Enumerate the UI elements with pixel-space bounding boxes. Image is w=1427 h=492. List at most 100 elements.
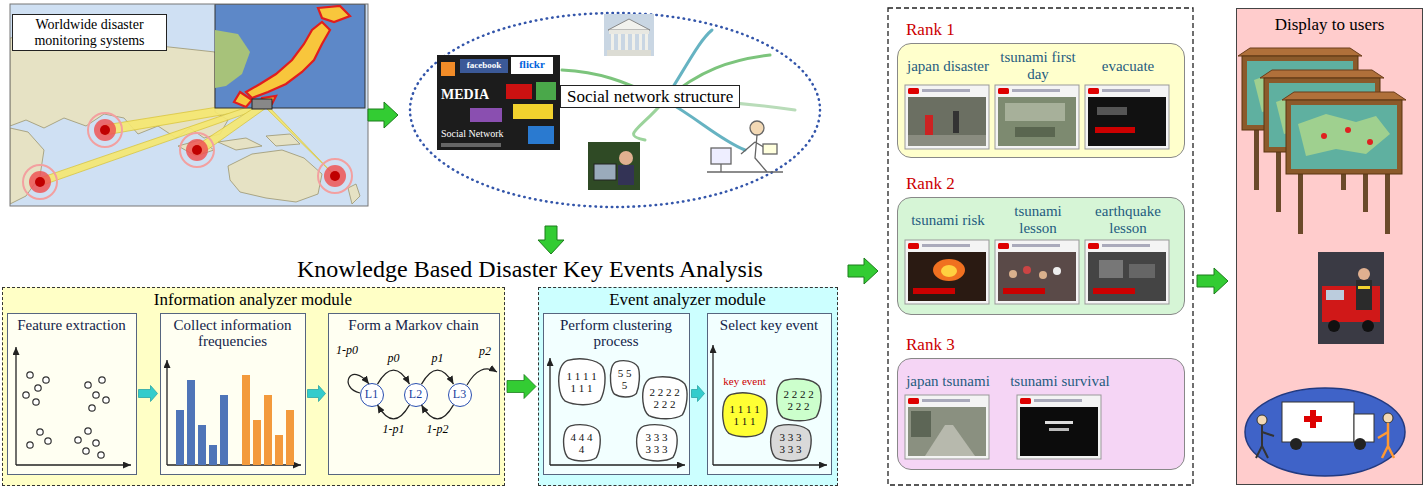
land-part [218, 138, 262, 150]
court-building-part [608, 19, 650, 30]
cluster-outline-part [722, 392, 766, 436]
ambulance-cartoon-part [1257, 415, 1267, 425]
video-thumbnail-part [998, 88, 1009, 94]
video-thumbnail-part [1095, 127, 1135, 133]
japan-inset [215, 4, 365, 108]
transition-arc [422, 405, 454, 419]
court-building-part [604, 14, 654, 56]
scatter-points-part [89, 405, 95, 411]
computer-user-photo-part [619, 151, 633, 165]
video-thumbnail [1085, 85, 1169, 149]
media-collage-part [513, 104, 553, 119]
billboard-part [1321, 133, 1327, 139]
cluster-blob: 1 1 1 1 1 1 1 [558, 358, 606, 406]
media-collage [437, 55, 560, 150]
billboard [1282, 92, 1406, 234]
text-slot: Knowledge Based Disaster Key Events Anal… [180, 256, 880, 283]
billboard-part [1291, 105, 1397, 169]
office-cartoon [707, 121, 783, 172]
video-thumbnail-part [953, 111, 959, 133]
box-title: Collect information frequencies [165, 317, 301, 351]
chart-axes-part [16, 464, 131, 465]
court-building [604, 14, 654, 56]
fire-truck-photo-part [1326, 290, 1344, 300]
flow-arrow-part [848, 258, 878, 284]
japan-inset-part [215, 30, 250, 88]
chart-axes-part [549, 358, 550, 465]
video-thumbnail-part [1017, 395, 1101, 459]
video-thumbnail-part [998, 243, 1009, 249]
video-thumbnail-part [908, 88, 919, 94]
text-label: 4 4 4 4 [570, 431, 594, 455]
world-map [10, 4, 368, 206]
court-building-part [607, 50, 651, 56]
logo-text: MEDIA [441, 87, 501, 103]
monitor-device [252, 99, 272, 109]
video-thumbnail-part [1023, 266, 1031, 274]
text-slot: earthquake lesson [1083, 203, 1173, 237]
markov-transition-part [467, 369, 497, 385]
video-thumbnail-part [1053, 267, 1061, 275]
computer-user-photo-part [618, 165, 634, 185]
cluster-outline-part [610, 360, 639, 396]
video-thumbnail-part [1088, 243, 1099, 249]
media-collage-part [528, 126, 554, 144]
panel-heading: Display to users [1237, 15, 1422, 34]
edge-label: p0 [388, 352, 400, 365]
ambulance-cartoon-part [1383, 413, 1393, 423]
video-thumbnail-part [922, 399, 970, 402]
computer-user-photo [588, 142, 640, 190]
ambulance-cartoon-part [1282, 402, 1354, 442]
text-label: 1 1 1 1 1 1 1 [729, 403, 761, 427]
ambulance-cartoon [1245, 388, 1405, 476]
video-title: tsunami risk [896, 212, 1000, 229]
mind-map-lines [562, 30, 795, 150]
video-thumbnail-part [908, 243, 919, 249]
signal-bands-part [40, 102, 262, 186]
video-thumbnail-part [1003, 288, 1045, 294]
step-arrow [139, 386, 158, 402]
text-label: 2 2 2 2 2 2 2 [649, 386, 681, 410]
media-collage-part [460, 59, 508, 73]
transition-arc [422, 370, 454, 384]
chart-axes-part [15, 347, 16, 465]
state-circle: L3 [448, 383, 472, 407]
japan-inset-part-part [246, 22, 330, 98]
network-caption-box: Social network structure [560, 85, 740, 108]
billboard-part [1345, 127, 1351, 133]
video-thumbnail-part [913, 288, 955, 294]
media-collage-part [536, 82, 556, 100]
video-thumbnail-part [905, 85, 989, 149]
text-slot: key event [710, 375, 780, 387]
disaster-spots [23, 113, 352, 199]
media-collage-part [441, 143, 501, 147]
video-thumbnail-part [941, 265, 957, 277]
text-slot: p1 [432, 352, 444, 365]
video-thumbnail-part [1088, 97, 1166, 146]
video-thumbnail-part [908, 252, 986, 301]
text-label: 5 5 5 [617, 367, 633, 391]
disaster-spots-part [180, 133, 214, 167]
scatter-points-part [98, 452, 104, 458]
logo-text: Social Network [441, 128, 521, 139]
module-panel: Event analyzer modulePerform clustering … [538, 287, 838, 486]
video-thumbnail-part [1102, 244, 1150, 247]
process-box: Perform clustering process1 1 1 1 1 1 15… [543, 313, 690, 475]
chart-axes-part [550, 464, 685, 465]
ambulance-cartoon-part [1256, 425, 1274, 458]
section-title: Knowledge Based Disaster Key Events Anal… [180, 256, 880, 283]
video-thumbnail [995, 240, 1079, 304]
text-slot: Feature extraction [12, 317, 132, 334]
text-label: L2 [409, 388, 422, 401]
cluster-outline-part [776, 378, 820, 420]
billboard-part [1385, 174, 1390, 234]
video-thumbnail-part [1088, 252, 1166, 301]
frequency-bars-part [253, 420, 261, 465]
transition-arc [378, 405, 410, 419]
video-thumbnail-part [1099, 260, 1123, 278]
video-thumbnail-part [1045, 421, 1073, 424]
text-label: 3 3 3 3 3 3 [643, 431, 671, 455]
cluster-blob: 2 2 2 2 2 2 2 [776, 378, 822, 422]
disaster-spots-part [100, 125, 110, 135]
disaster-spots-part [35, 177, 45, 187]
